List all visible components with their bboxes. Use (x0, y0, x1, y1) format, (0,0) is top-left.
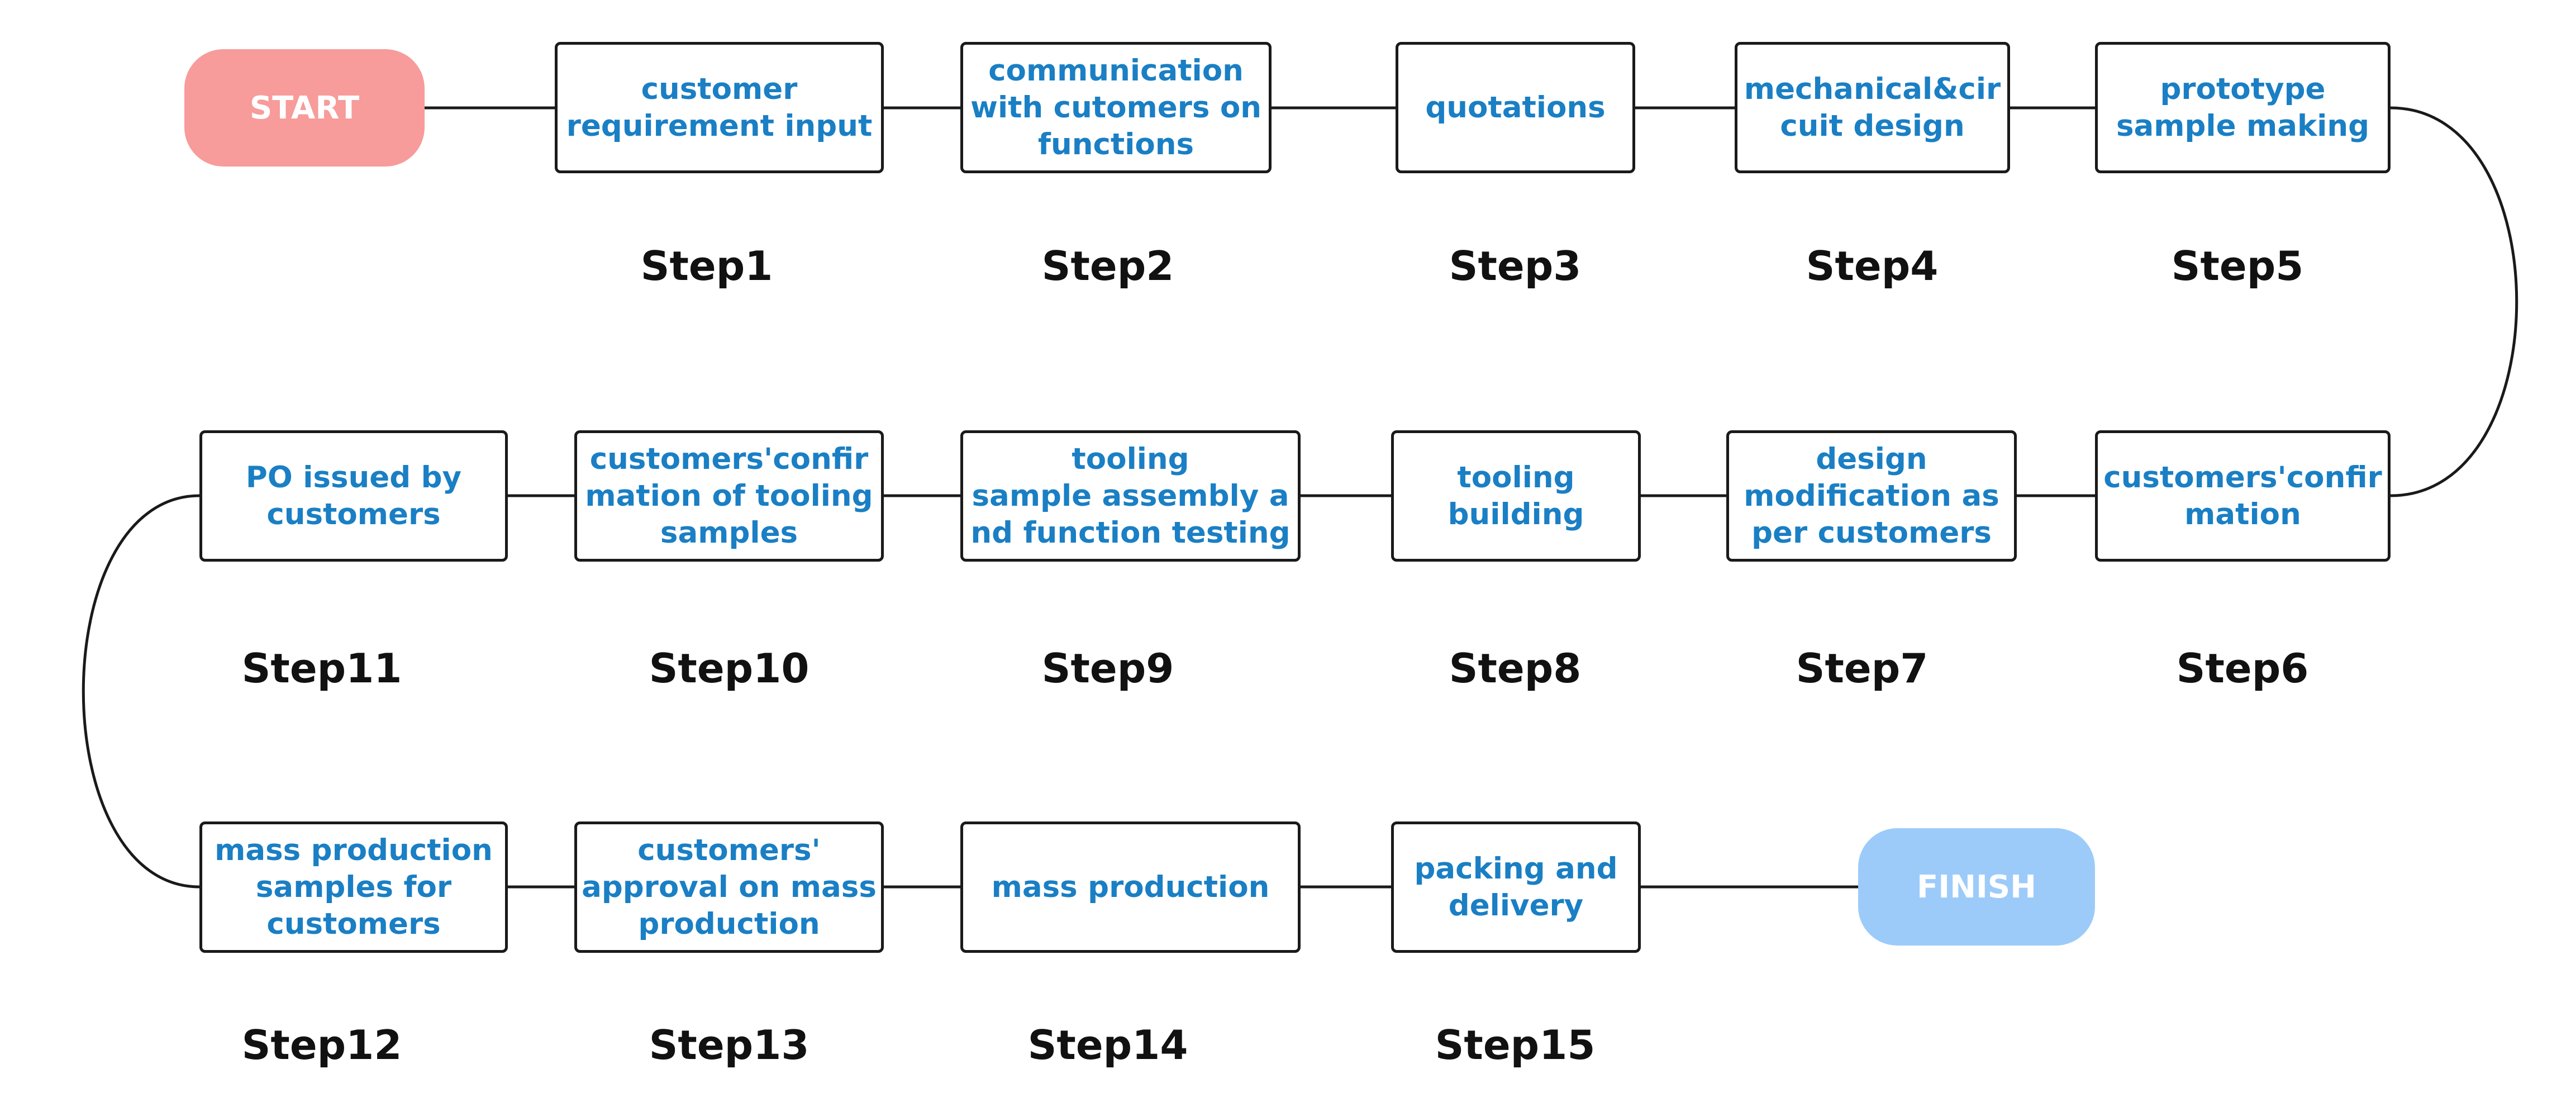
step-1-text: customer requirement input (566, 72, 873, 143)
step-3-label: Step3 (1449, 243, 1582, 289)
step-6-text: customers'confir mation (2103, 460, 2382, 531)
step-2-text: communication with cutomers on functions (970, 53, 1261, 162)
step-6-label: Step6 (2176, 645, 2309, 692)
step-5-label: Step5 (2171, 243, 2304, 289)
step-8-label: Step8 (1449, 645, 1582, 692)
step-11-text: PO issued by customers (245, 460, 462, 531)
step-15-text: packing and delivery (1414, 851, 1618, 923)
step-7-text: design modification as per customers (1744, 441, 1999, 550)
step-14-text: mass production (991, 870, 1270, 904)
step-11-label: Step11 (241, 645, 402, 692)
step-7-label: Step7 (1796, 645, 1929, 692)
step-7-box: design modification as per customers (1726, 430, 2017, 562)
step-12-box: mass production samples for customers (199, 821, 508, 953)
step-3-text: quotations (1425, 90, 1606, 125)
step-15-label: Step15 (1435, 1022, 1596, 1068)
step-5-box: prototype sample making (2095, 42, 2391, 173)
step-8-box: tooling building (1391, 430, 1641, 562)
step-15-box: packing and delivery (1391, 821, 1641, 953)
step-2-label: Step2 (1041, 243, 1174, 289)
step-11-box: PO issued by customers (199, 430, 508, 562)
step-8-text: tooling building (1447, 460, 1584, 531)
step-13-text: customers' approval on mass production (582, 833, 877, 941)
step-4-label: Step4 (1806, 243, 1939, 289)
step-10-box: customers'confir mation of tooling sampl… (574, 430, 884, 562)
step-1-label: Step1 (640, 243, 773, 289)
step-13-box: customers' approval on mass production (574, 821, 884, 953)
start-node: START (184, 49, 425, 167)
step-3-box: quotations (1396, 42, 1635, 173)
step-9-label: Step9 (1041, 645, 1174, 692)
step-4-box: mechanical&cir cuit design (1735, 42, 2010, 173)
step-5-text: prototype sample making (2116, 72, 2370, 143)
step-9-text: tooling sample assembly a nd function te… (970, 441, 1291, 550)
step-13-label: Step13 (649, 1022, 810, 1068)
step-12-text: mass production samples for customers (215, 833, 493, 941)
start-label: START (249, 89, 360, 126)
step-10-text: customers'confir mation of tooling sampl… (585, 441, 873, 550)
step-14-box: mass production (960, 821, 1301, 953)
step-9-box: tooling sample assembly a nd function te… (960, 430, 1301, 562)
step-14-label: Step14 (1027, 1022, 1188, 1068)
step-2-box: communication with cutomers on functions (960, 42, 1272, 173)
step-4-text: mechanical&cir cuit design (1744, 72, 2001, 143)
step-12-label: Step12 (241, 1022, 402, 1068)
finish-label: FINISH (1917, 868, 2036, 905)
step-6-box: customers'confir mation (2095, 430, 2391, 562)
step-10-label: Step10 (649, 645, 810, 692)
finish-node: FINISH (1858, 828, 2095, 946)
step-1-box: customer requirement input (555, 42, 884, 173)
